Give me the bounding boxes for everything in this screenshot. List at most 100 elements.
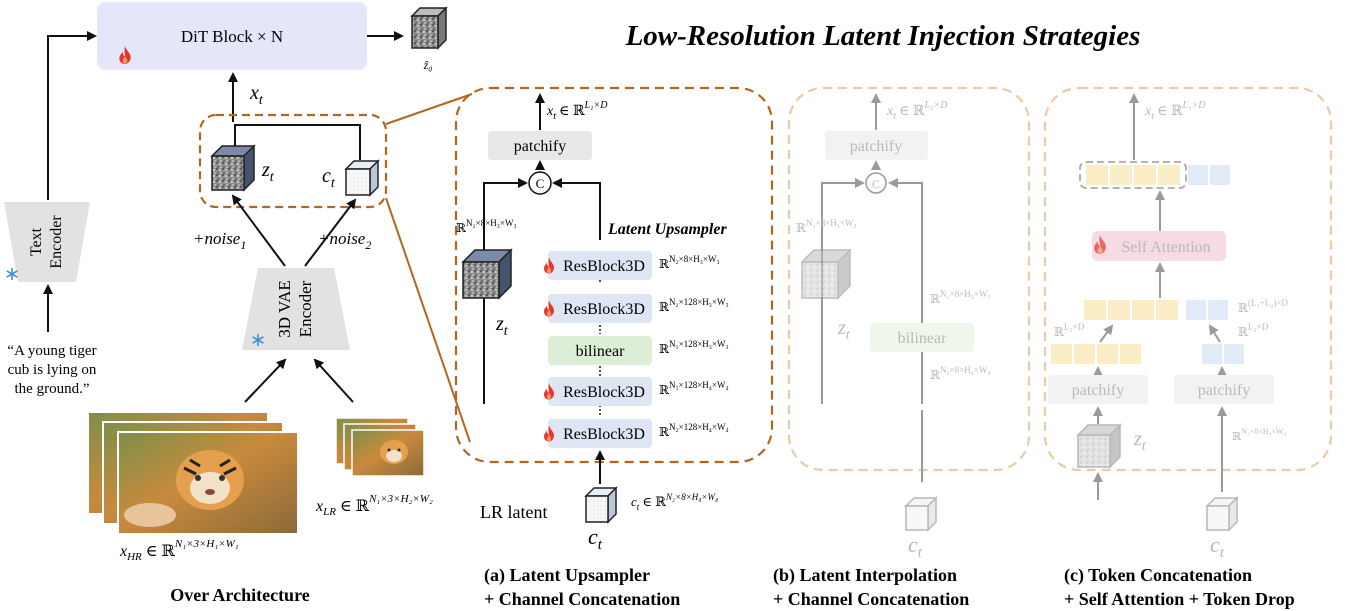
panel-a-block-3-dim: ℝN₁×128×H₃×W₃ [659,339,729,356]
panel-c-output-label: xt∈ ℝL₁×D [1144,100,1206,122]
panel-c-left-tokens [1051,344,1141,364]
x-lr-label: xLR∈ ℝN₁×3×H₂×W₂ [315,493,433,518]
panel-a-lr-latent-label: LR latent [480,502,547,522]
snowflake-icon [6,268,18,280]
panel-b-concat-label: C [872,177,880,191]
vae-encoder [242,268,350,350]
panel-c-left-dim: ℝL₁×D [1054,322,1085,339]
x-hr-label: xHR∈ ℝN₁×3×H₁×W₁ [119,538,239,563]
zt-label: zt [261,159,275,185]
z0-label: ẑ₀ [423,58,433,72]
panel-b-zt-label: zt [837,317,851,343]
panel-a-block-2-dim: ℝN₂×128×H₃×W₃ [659,297,729,314]
noise2-label: +noise2 [318,229,371,252]
vae-label-1: 3D VAE [275,280,294,337]
text-encoder-label-2: Encoder [48,215,65,269]
prompt-line-1: “A young tiger [7,343,96,359]
panel-b-bilinear-label: bilinear [898,330,948,347]
panel-a-block-4-label: ResBlock3D [563,384,645,401]
panel-c-output-tokens [1079,161,1230,189]
panel-a: xt∈ ℝL₁×D patchify C ℝN₂×8×H₃×W₃ zt Late… [454,86,774,609]
ct-cube [344,159,380,197]
panel-b-zt-cube [800,248,852,300]
panel-c-patchify-left [1048,375,1148,404]
panel-c-right-tokens [1202,344,1244,364]
panel-c-ct-cube [1205,496,1239,532]
panel-b-bil-top-dim: ℝN₂×8×H₃×W₃ [930,289,991,306]
panel-a-block-5-dim: ℝN₂×128×H₄×W₄ [659,422,729,439]
panel-b-patchify [825,131,928,160]
panel-a-patchify [488,131,592,160]
panel-a-zt-cube [461,248,513,300]
panel-b-concat [865,172,887,194]
overall-architecture: DiT Block × N ẑ₀ Text Encoder “A young t… [4,2,473,605]
dit-block-label: DiT Block × N [181,27,283,46]
panel-a-upsampler-title: Latent Upsampler [607,221,727,238]
panel-b-caption-1: (b) Latent Interpolation [773,565,957,586]
panel-c-concat-tokens [1084,300,1228,320]
panel-a-zt-label: zt [495,313,509,339]
zt-cube [210,144,256,192]
panel-c-patchify-left-label: patchify [1072,382,1124,399]
panel-b-bil-bot-dim: ℝN₂×8×H₄×W₄ [930,365,991,382]
panel-b-output-label: xt∈ ℝL₁×D [886,100,948,122]
panel-b-ct-cube [904,496,938,532]
zt-ct-dashed-box [198,113,388,209]
panel-a-caption-2: + Channel Concatenation [484,589,680,609]
panel-b-bilinear [870,323,974,352]
panel-c-right-dim: ℝL₂×D [1238,322,1269,339]
panel-a-patchify-label: patchify [514,138,566,155]
panel-a-block-3-label: bilinear [576,343,626,360]
panel-a-ct-cube [584,486,618,524]
panel-a-block-4 [548,377,652,406]
prompt-line-3: the ground.” [15,381,90,397]
text-encoder-label-1: Text [28,227,45,256]
panel-c-self-attention [1092,231,1226,261]
panel-c-concat-dim: ℝ(L₁+L₂)×D [1238,298,1288,315]
lr-video-frames [335,417,425,477]
panel-a-block-4-dim: ℝN₁×128×H₄×W₄ [659,380,729,397]
panel-a-block-2 [548,294,652,323]
panel-a-block-1-label: ResBlock3D [563,258,645,275]
panel-a-block-1 [548,251,652,280]
panel-c-caption-2: + Self Attention + Token Drop [1064,589,1295,609]
overall-caption: Over Architecture [170,585,309,605]
xt-label: xt [249,82,264,108]
panel-c-ct-label: ct [1210,532,1225,561]
panel-b-ct-label: ct [908,532,923,561]
panel-a-caption-1: (a) Latent Upsampler [484,565,650,586]
panel-a-concat-label: C [536,176,545,191]
text-encoder [4,202,90,282]
panel-a-concat [528,171,552,195]
vae-label-2: Encoder [296,280,315,337]
panel-c-caption-1: (c) Token Concatenation [1064,565,1252,586]
panel-b-zt-dim: ℝN₂×8×H₃×W₃ [796,218,857,235]
panel-a-output-label: xt∈ ℝL₁×D [546,100,608,122]
panel-b-caption-2: + Channel Concatenation [773,589,969,609]
panel-c-patchify-right [1174,375,1274,404]
ct-label: ct [322,165,336,191]
panel-a-block-2-label: ResBlock3D [563,301,645,318]
panel-b-patchify-label: patchify [850,138,902,155]
panel-a-zt-dim: ℝN₂×8×H₃×W₃ [456,218,517,235]
panel-c-zt-label: zt [1133,428,1147,454]
panel-c-ct-dim: ℝN₂×8×H₄×W₄ [1232,427,1286,443]
panel-a-block-5 [548,419,652,448]
dit-block [97,2,367,70]
panel-c: xt∈ ℝL₁×D Self Attention ℝ(L₁+L₂)×D ℝL₁×… [1043,86,1333,609]
panel-a-block-3 [548,336,652,365]
noise1-label: +noise1 [193,229,246,252]
panel-a-ct-label: ct [588,524,603,553]
panel-a-block-1-dim: ℝN₂×8×H₃×W₃ [659,254,720,271]
diagram-title: Low-Resolution Latent Injection Strategi… [625,20,1141,52]
panel-a-blocks: ResBlock3D ℝN₂×8×H₃×W₃ ResBlock3D ℝN₂×12… [544,251,729,448]
z0-cube [410,6,448,50]
hr-video-frames [87,411,299,535]
panel-a-block-5-label: ResBlock3D [563,426,645,443]
panel-c-self-attention-label: Self Attention [1121,239,1210,256]
panel-a-ct-dim: ct∈ ℝN₂×8×H₄×W₄ [631,492,718,512]
prompt-line-2: cub is lying on [8,362,97,378]
panel-b: xt∈ ℝL₁×D patchify C ℝN₂×8×H₃×W₃ zt ℝN₂×… [773,86,1031,609]
panel-c-patchify-right-label: patchify [1198,382,1250,399]
